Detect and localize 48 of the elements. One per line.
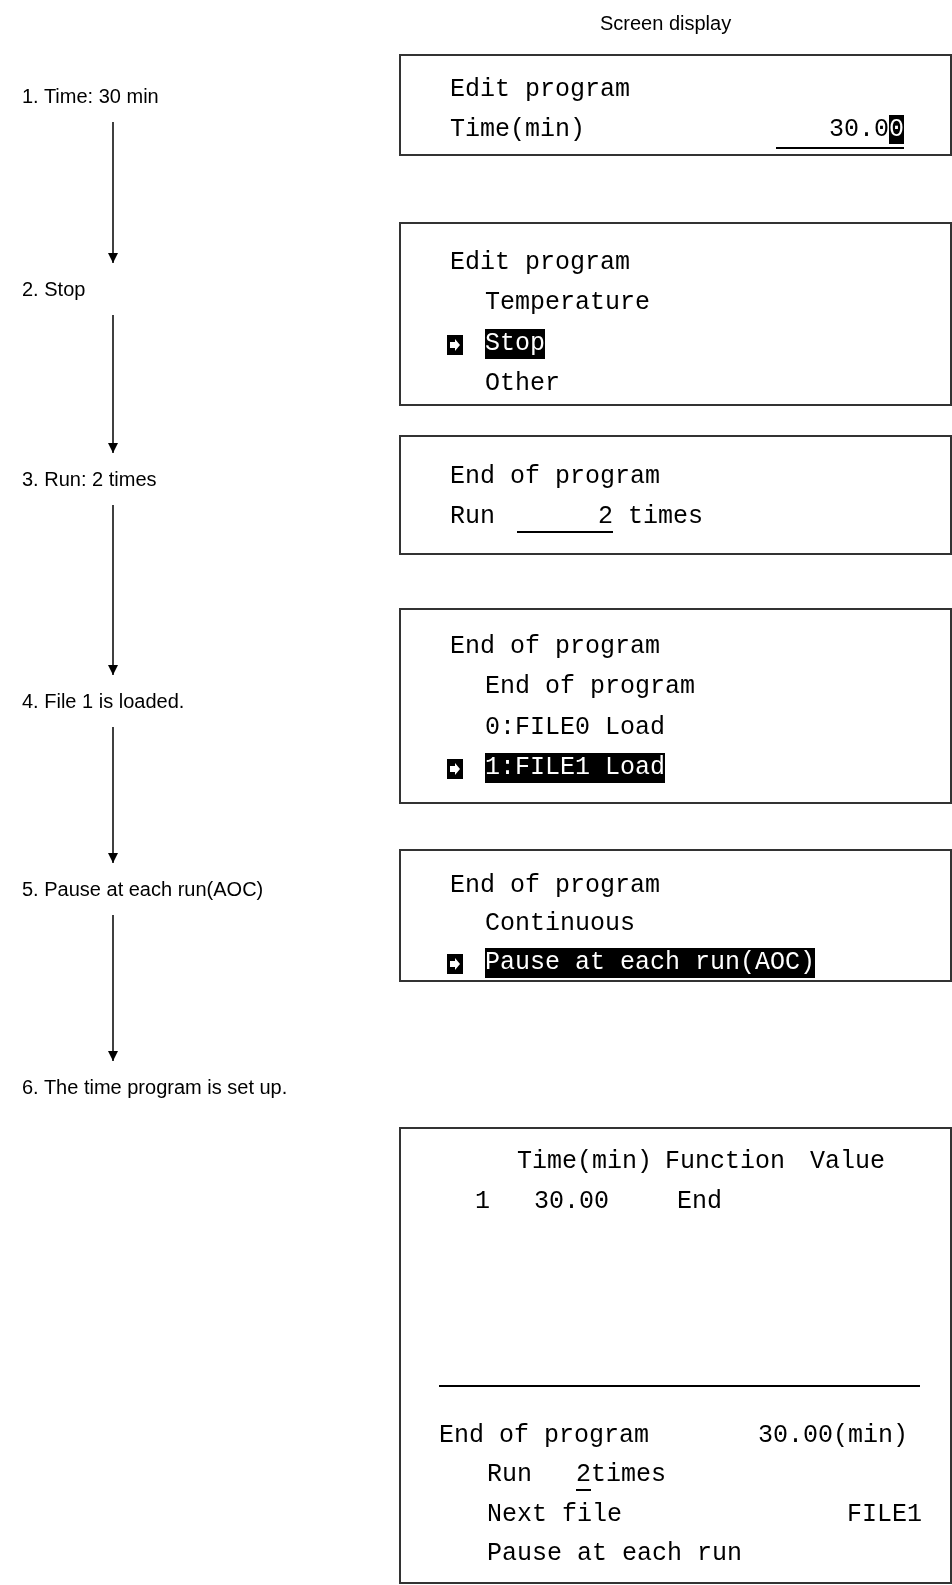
step-label: 2. Stop [22,263,86,315]
screen-text: Value [810,1147,885,1177]
step-label: 3. Run: 2 times [22,453,157,505]
selected-menu-item: Stop [485,329,545,359]
screen-text: Time(min) [517,1147,653,1177]
arrow [107,914,119,1062]
screen-text: End [677,1187,722,1217]
selected-menu-item: 1:FILE1 Load [485,753,666,783]
screen-text: Temperature [485,288,651,318]
screen-text: 30.00(min) [758,1421,909,1451]
screen-text: End of program [450,632,661,662]
screen-text: Function [665,1147,786,1177]
step-label: 1. Time: 30 min [22,70,159,122]
screen-display-panel [399,849,952,982]
screen-text: Run [487,1460,532,1490]
screen-text: Continuous [485,909,636,939]
arrow [107,314,119,454]
input-field: 30.00 [776,115,904,149]
screen-display-panel [399,222,952,406]
screen-text: Other [485,369,560,399]
screen-display-panel [399,1127,952,1584]
step-label: 4. File 1 is loaded. [22,675,185,727]
screen-text: End of program [439,1421,650,1451]
arrow [107,504,119,676]
screen-text: Run [450,502,495,532]
screen-text: End of program [485,672,696,702]
screen-display-panel [399,435,952,555]
screen-text: Pause at each run [487,1539,743,1569]
screen-text: Time(min) [450,115,586,145]
screen-text: 2times [576,1460,667,1491]
step-label: 6. The time program is set up. [22,1061,288,1113]
arrow [107,121,119,264]
screen-text: End of program [450,871,661,901]
arrow [107,726,119,864]
screen-text: 0:FILE0 Load [485,713,666,743]
screen-text: FILE1 [847,1500,922,1530]
screen-text: 30.00 [534,1187,609,1217]
step-label: 5. Pause at each run(AOC) [22,863,264,915]
screen-text: End of program [450,462,661,492]
screen-text: 2 times [517,502,704,533]
screen-text: 1 [475,1187,490,1217]
column-heading: Screen display [600,11,732,36]
screen-text: Edit program [450,75,631,105]
screen-text: Next file [487,1500,623,1530]
screen-display-panel [399,54,952,156]
screen-display-panel [399,608,952,804]
screen-text: Edit program [450,248,631,278]
selected-menu-item: Pause at each run(AOC) [485,948,816,978]
